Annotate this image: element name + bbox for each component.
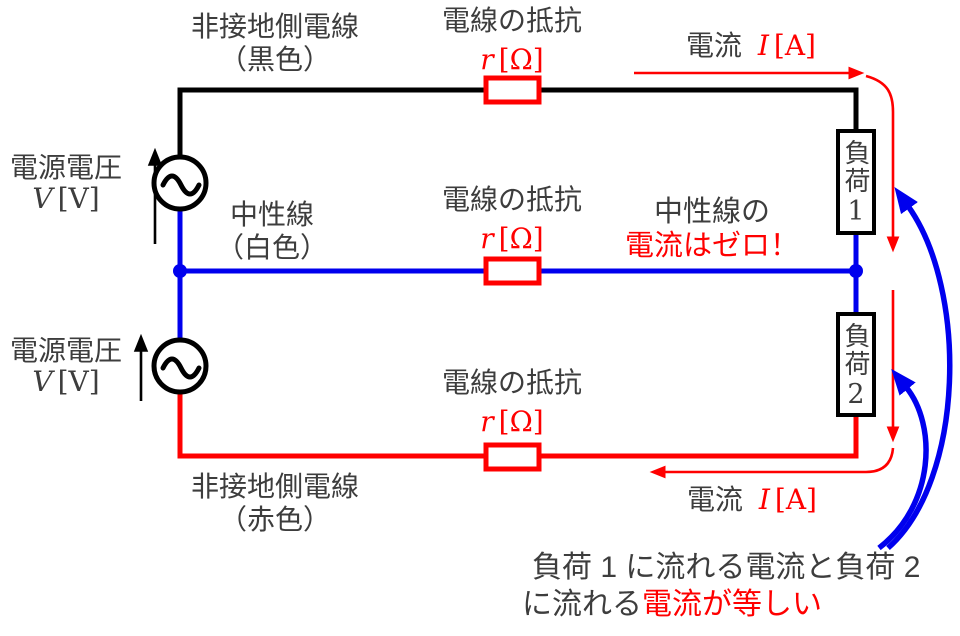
top-wire-label-line1: 非接地側電線 xyxy=(190,11,360,42)
resistor-mid-text: 電線の抵抗 xyxy=(441,184,583,215)
load-2-label: 負荷 xyxy=(841,321,871,378)
bottom-wire-label-line1: 非接地側電線 xyxy=(190,471,360,502)
load-2-box: 負荷 2 xyxy=(836,312,876,417)
load-1-box: 負荷 1 xyxy=(836,129,876,235)
resistor-bottom-value: r[Ω] xyxy=(442,405,582,438)
equal-note-line2: に流れる電流が等しい xyxy=(522,587,822,623)
neutral-wire-label-line2: （白色） xyxy=(215,232,329,263)
bottom-wire-label: 非接地側電線 （赤色） xyxy=(191,470,359,536)
resistance-unit-bottom: [Ω] xyxy=(498,405,544,438)
equal-arrow-to-load2 xyxy=(877,368,929,551)
resistance-symbol-mid: r xyxy=(480,222,494,255)
ac-sine-1-icon xyxy=(160,173,202,197)
source-voltage-1-value: V[V] xyxy=(10,183,122,214)
resistance-symbol-bottom: r xyxy=(480,405,494,438)
current-arrow-bottom xyxy=(649,447,895,479)
voltage-symbol-2: V xyxy=(32,365,53,398)
neutral-current-note: 中性線の 電流はゼロ！ xyxy=(625,195,799,263)
resistance-symbol-top: r xyxy=(480,43,494,76)
neutral-node-right xyxy=(849,264,863,278)
neutral-wire-label: 中性線 （白色） xyxy=(216,198,328,264)
load-1-label: 負荷 xyxy=(841,139,871,195)
source-voltage-1-text: 電源電圧 xyxy=(9,152,123,183)
current-bottom-prefix: 電流 xyxy=(687,484,744,515)
equal-note-line1: 負荷 1 に流れる電流と負荷 2 xyxy=(532,551,921,584)
top-wire-label: 非接地側電線 （黒色） xyxy=(191,10,359,76)
neutral-wire-label-line1: 中性線 xyxy=(229,199,315,230)
voltage-unit-2: [V] xyxy=(57,365,100,398)
equal-note-line2-red: 電流が等しい xyxy=(642,588,822,621)
current-top-prefix: 電流 xyxy=(686,30,743,61)
resistor-symbol-mid xyxy=(483,256,542,286)
resistor-label-mid: 電線の抵抗 r[Ω] xyxy=(442,183,582,255)
current-symbol-bottom: I xyxy=(758,483,770,516)
neutral-note-line2: 電流はゼロ！ xyxy=(624,230,800,262)
current-symbol-top: I xyxy=(757,29,769,62)
voltage-unit-1: [V] xyxy=(57,182,100,215)
neutral-node-left xyxy=(173,264,187,278)
equal-arrow-to-load1 xyxy=(886,186,953,551)
resistor-symbol-bottom xyxy=(483,442,542,472)
source-voltage-label-2: 電源電圧 V[V] xyxy=(10,335,122,397)
bottom-wire-label-line2: （赤色） xyxy=(218,504,332,535)
resistance-unit-mid: [Ω] xyxy=(498,222,544,255)
resistor-top-value: r[Ω] xyxy=(442,43,582,76)
current-unit-bottom: [A] xyxy=(774,483,817,516)
resistor-label-top: 電線の抵抗 r[Ω] xyxy=(442,4,582,76)
equal-note-line2-black: に流れる xyxy=(522,588,642,621)
ac-sine-2-icon xyxy=(160,356,202,380)
resistance-unit-top: [Ω] xyxy=(498,43,544,76)
source-voltage-label-1: 電源電圧 V[V] xyxy=(10,152,122,214)
top-wire-label-line2: （黒色） xyxy=(218,44,332,75)
current-unit-top: [A] xyxy=(773,29,816,62)
neutral-note-line1: 中性線の xyxy=(653,196,771,228)
load-2-number: 2 xyxy=(847,378,865,410)
current-label-top: 電流 I[A] xyxy=(686,29,816,62)
resistor-mid-value: r[Ω] xyxy=(442,222,582,255)
voltage-symbol-1: V xyxy=(32,182,53,215)
source-voltage-2-value: V[V] xyxy=(10,366,122,397)
current-label-bottom: 電流 I[A] xyxy=(687,483,817,516)
current-arrow-down-load1 xyxy=(865,74,900,253)
resistor-top-text: 電線の抵抗 xyxy=(441,5,583,36)
source-voltage-2-text: 電源電圧 xyxy=(9,335,123,366)
resistor-label-bottom: 電線の抵抗 r[Ω] xyxy=(442,366,582,438)
load-1-number: 1 xyxy=(847,196,865,227)
resistor-bottom-text: 電線の抵抗 xyxy=(441,367,583,398)
resistor-symbol-top xyxy=(483,75,542,105)
